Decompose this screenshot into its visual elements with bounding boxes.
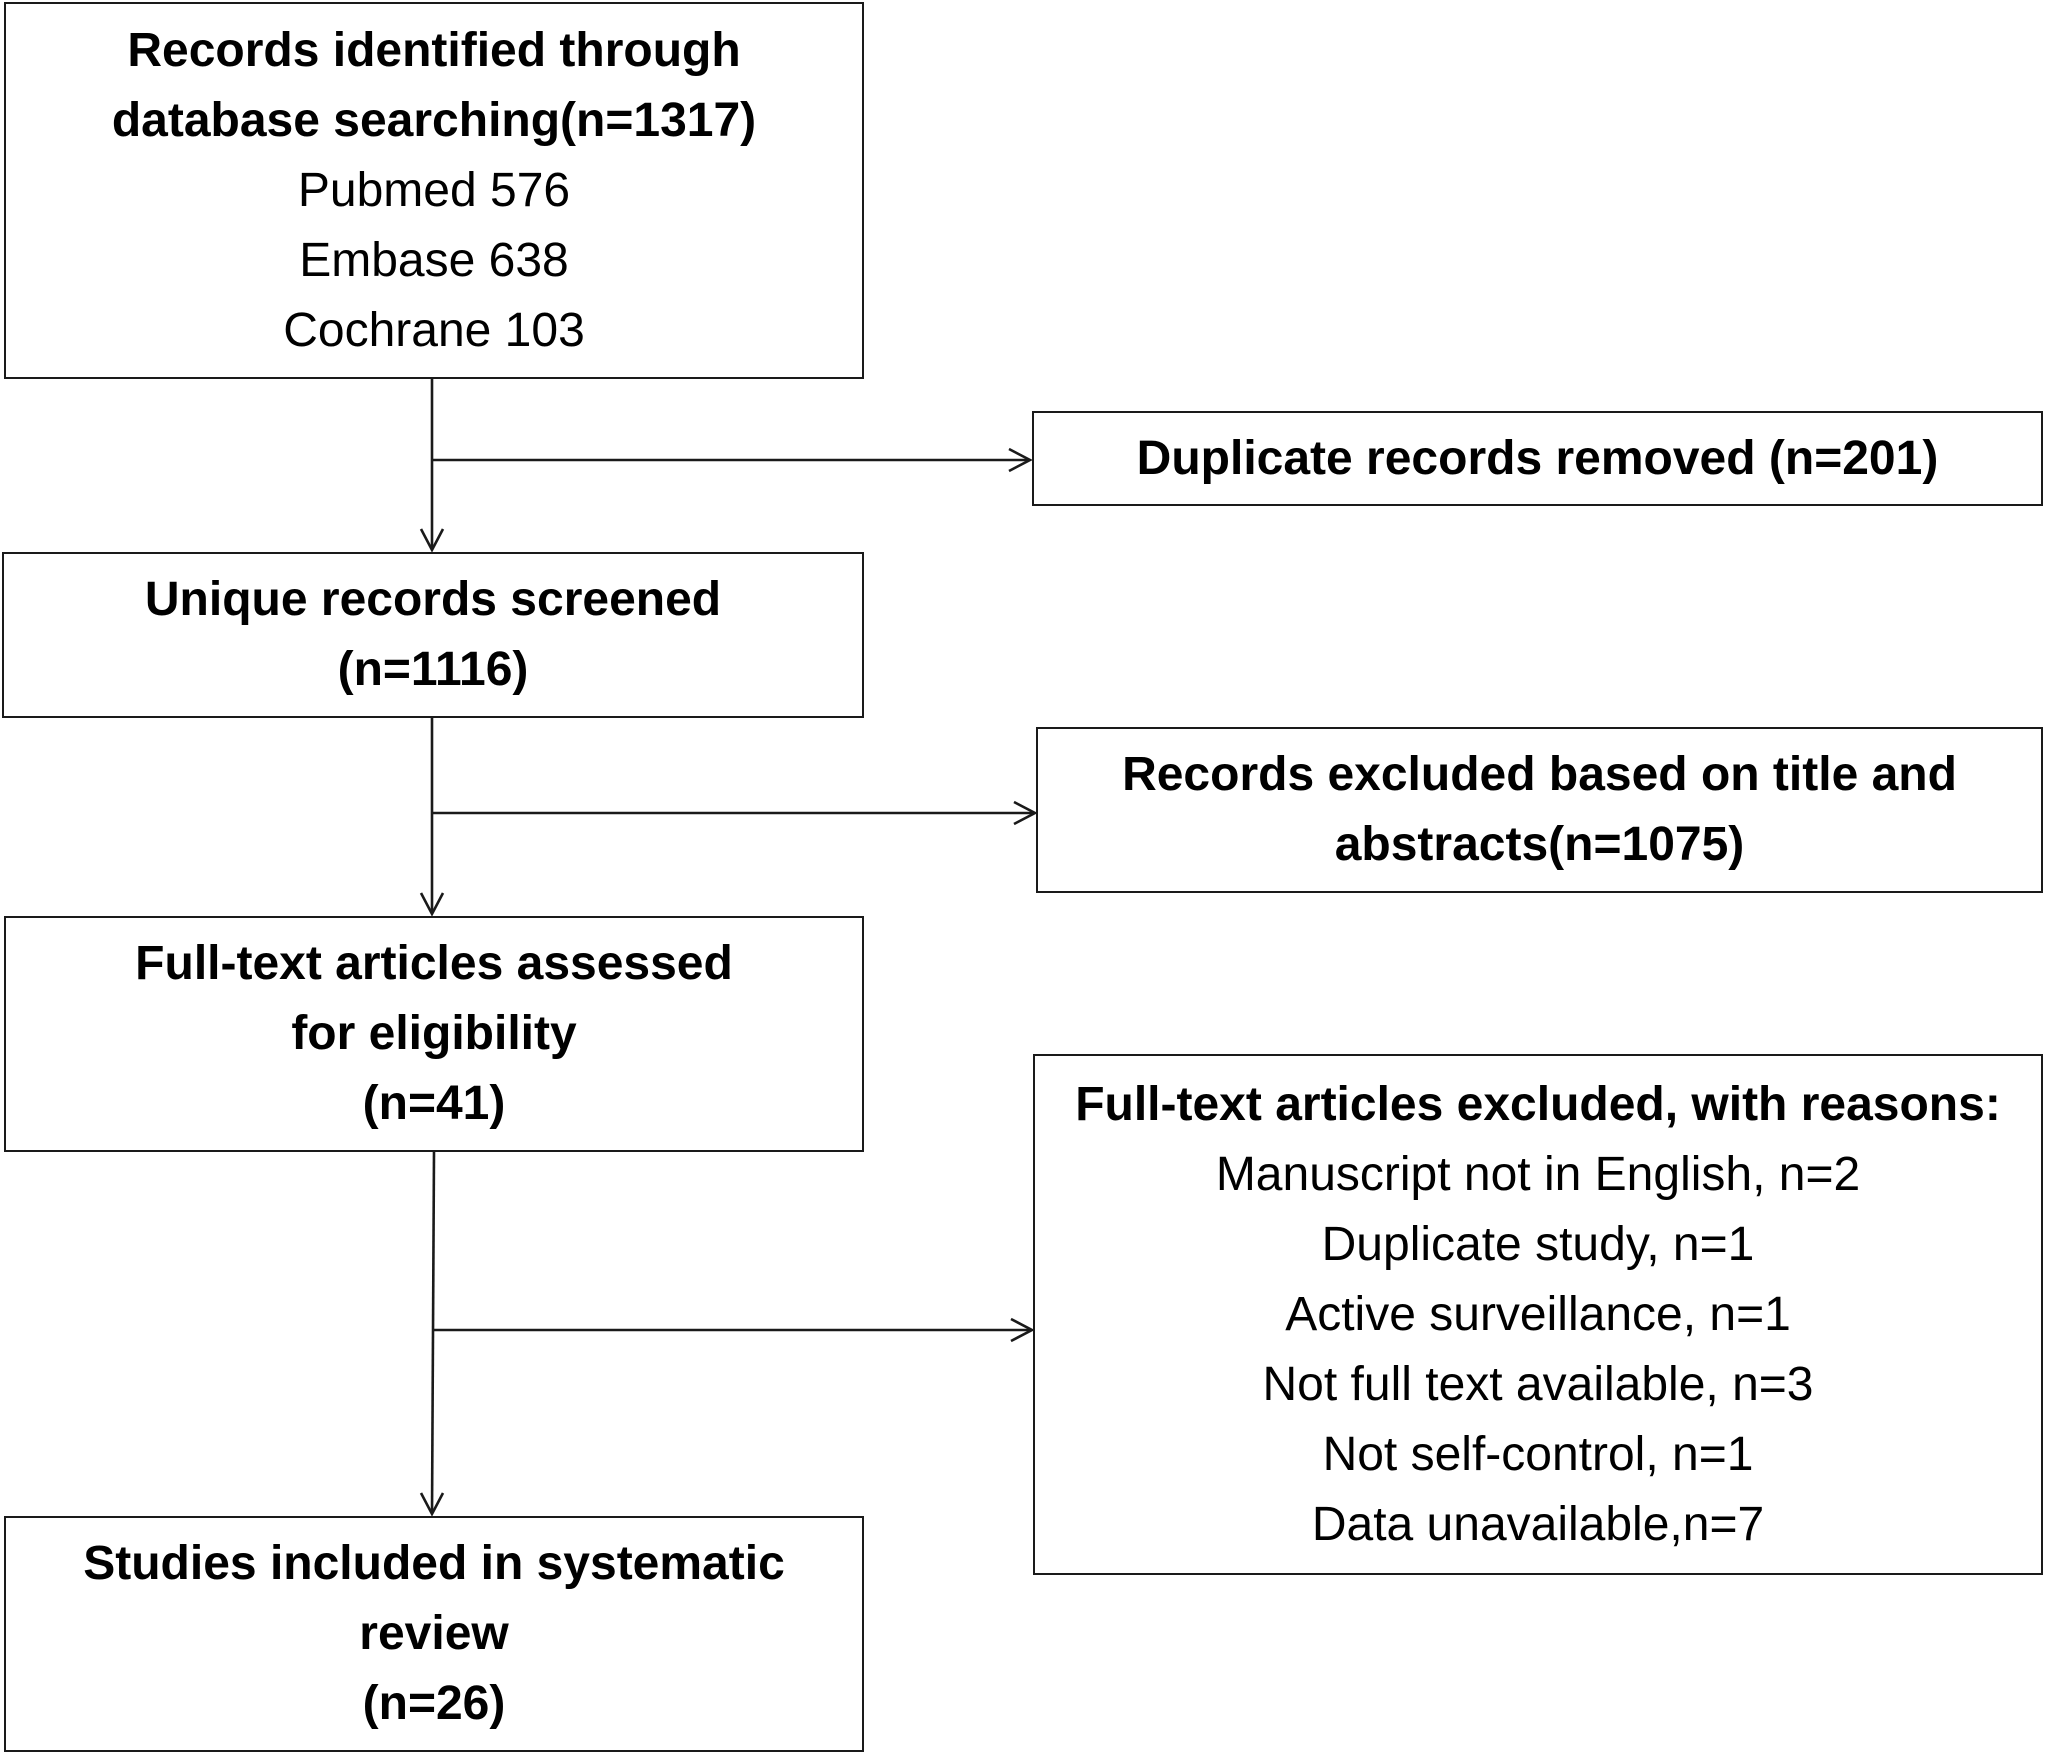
records-identified-box: Records identified through database sear…	[4, 2, 864, 379]
screened-line1: Unique records screened	[144, 573, 722, 626]
reason-item: Active surveillance, n=1	[1285, 1287, 1791, 1341]
arrow-fulltext-to-included	[430, 1150, 436, 1515]
excluded-title-line2: abstracts(n=1075)	[1334, 818, 1745, 871]
included-line3: (n=26)	[362, 1677, 506, 1730]
arrowhead-screened	[419, 528, 445, 553]
included-line2: review	[359, 1607, 509, 1660]
arrowhead-excluded-title	[1013, 800, 1038, 826]
identified-title-line2: database searching(n=1317)	[111, 93, 757, 147]
excluded-title-abstract-box: Records excluded based on title and abst…	[1036, 727, 2043, 893]
identified-cochrane: Cochrane 103	[283, 303, 585, 357]
fulltext-line2: for eligibility	[291, 1007, 577, 1060]
reason-item: Data unavailable,n=7	[1311, 1497, 1765, 1551]
reason-item: Not full text available, n=3	[1262, 1357, 1814, 1411]
fulltext-excluded-box: Full-text articles excluded, with reason…	[1033, 1054, 2043, 1575]
screened-line2: (n=1116)	[337, 643, 529, 696]
arrowhead-included	[419, 1492, 445, 1517]
included-line1: Studies included in systematic	[83, 1537, 785, 1590]
fulltext-line3: (n=41)	[362, 1077, 506, 1130]
identified-title-line1: Records identified through	[127, 23, 741, 77]
arrowhead-fulltext-excluded	[1010, 1317, 1035, 1343]
identified-embase: Embase 638	[299, 233, 569, 287]
arrowhead-duplicates	[1008, 447, 1033, 473]
excluded-title-line1: Records excluded based on title and	[1122, 748, 1957, 801]
duplicates-removed-box: Duplicate records removed (n=201)	[1032, 411, 2043, 506]
arrowhead-fulltext	[419, 892, 445, 917]
studies-included-box: Studies included in systematic review (n…	[4, 1516, 864, 1752]
fulltext-line1: Full-text articles assessed	[135, 937, 733, 990]
fulltext-excluded-heading: Full-text articles excluded, with reason…	[1075, 1077, 2001, 1131]
duplicates-text: Duplicate records removed (n=201)	[1136, 431, 1939, 485]
reason-item: Manuscript not in English, n=2	[1215, 1147, 1861, 1201]
reason-item: Duplicate study, n=1	[1321, 1217, 1755, 1271]
fulltext-assessed-box: Full-text articles assessed for eligibil…	[4, 916, 864, 1152]
records-screened-box: Unique records screened (n=1116)	[2, 552, 864, 718]
reason-item: Not self-control, n=1	[1322, 1427, 1754, 1481]
identified-pubmed: Pubmed 576	[297, 163, 571, 217]
